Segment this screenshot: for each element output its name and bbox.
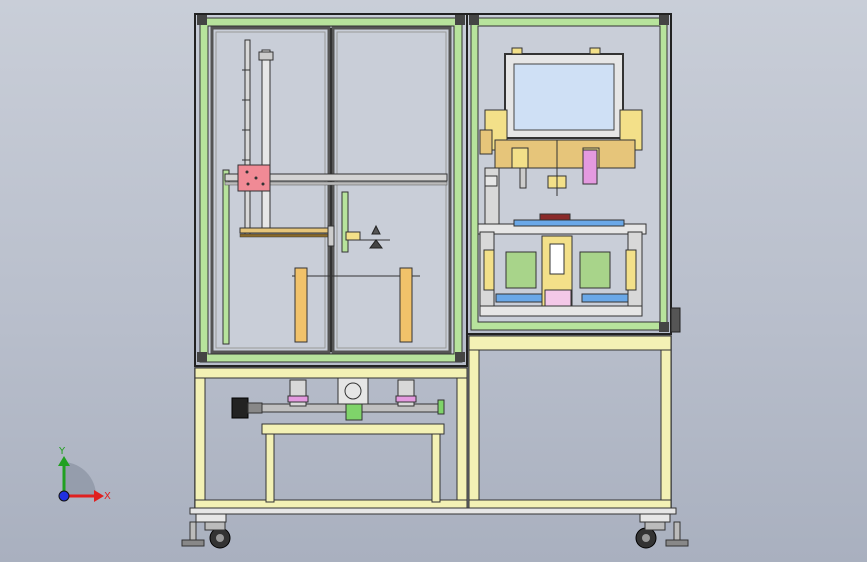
orange-post-left[interactable]: [294, 267, 308, 343]
left-base-left-leg: [194, 377, 206, 509]
inner-table-leg-right: [431, 433, 441, 503]
gripper-arm[interactable]: [239, 191, 390, 253]
left-door-frame[interactable]: [210, 26, 331, 354]
upper-press-mechanism[interactable]: [479, 109, 643, 229]
horizontal-gantry-rail[interactable]: [224, 173, 448, 186]
left-base-right-leg: [456, 377, 468, 509]
right-base-outline: [468, 335, 672, 509]
bottom-linear-slide[interactable]: [261, 377, 445, 421]
cabinet-side-handle[interactable]: [670, 307, 681, 333]
left-door-glass: [215, 31, 326, 349]
lower-fixture-module[interactable]: [477, 213, 647, 317]
caster-wheel-icon: [635, 513, 671, 549]
left-cabinet[interactable]: [194, 13, 468, 367]
right-cabinet-corner-brackets: [469, 15, 669, 332]
right-door-frame[interactable]: [331, 26, 452, 354]
orange-post-right[interactable]: [399, 267, 413, 343]
right-base-left-leg: [468, 349, 480, 509]
coordinate-triad-icon[interactable]: Y X: [58, 446, 111, 502]
left-base-top-rail: [194, 367, 468, 379]
right-base-right-leg: [660, 349, 672, 509]
right-cabinet[interactable]: [466, 13, 681, 335]
left-base-outline: [194, 367, 468, 509]
inner-table-leg-left: [265, 433, 275, 503]
right-base-top-rail: [468, 335, 672, 351]
right-door-glass: [336, 31, 447, 349]
z-axis-dot: [58, 490, 70, 502]
gantry-carriage-block[interactable]: [237, 164, 271, 192]
leveling-foot-right: [665, 521, 689, 547]
y-axis-label: Y: [58, 446, 66, 457]
vertical-lift-column[interactable]: [222, 39, 274, 345]
left-cabinet-corner-brackets: [197, 15, 465, 362]
floor-beam: [189, 507, 677, 515]
caster-wheel-icon: [195, 513, 231, 549]
x-axis-head: [94, 490, 104, 502]
stepper-motor-icon: [231, 397, 263, 419]
leveling-foot-left: [181, 521, 205, 547]
x-axis-label: X: [104, 491, 111, 502]
right-cabinet-outer-frame: [466, 13, 672, 335]
inner-table-top: [261, 423, 445, 435]
base-frame[interactable]: [189, 335, 677, 515]
y-axis-head: [58, 456, 70, 466]
hmi-touch-screen[interactable]: [504, 47, 624, 139]
triad-plane: [64, 462, 97, 496]
